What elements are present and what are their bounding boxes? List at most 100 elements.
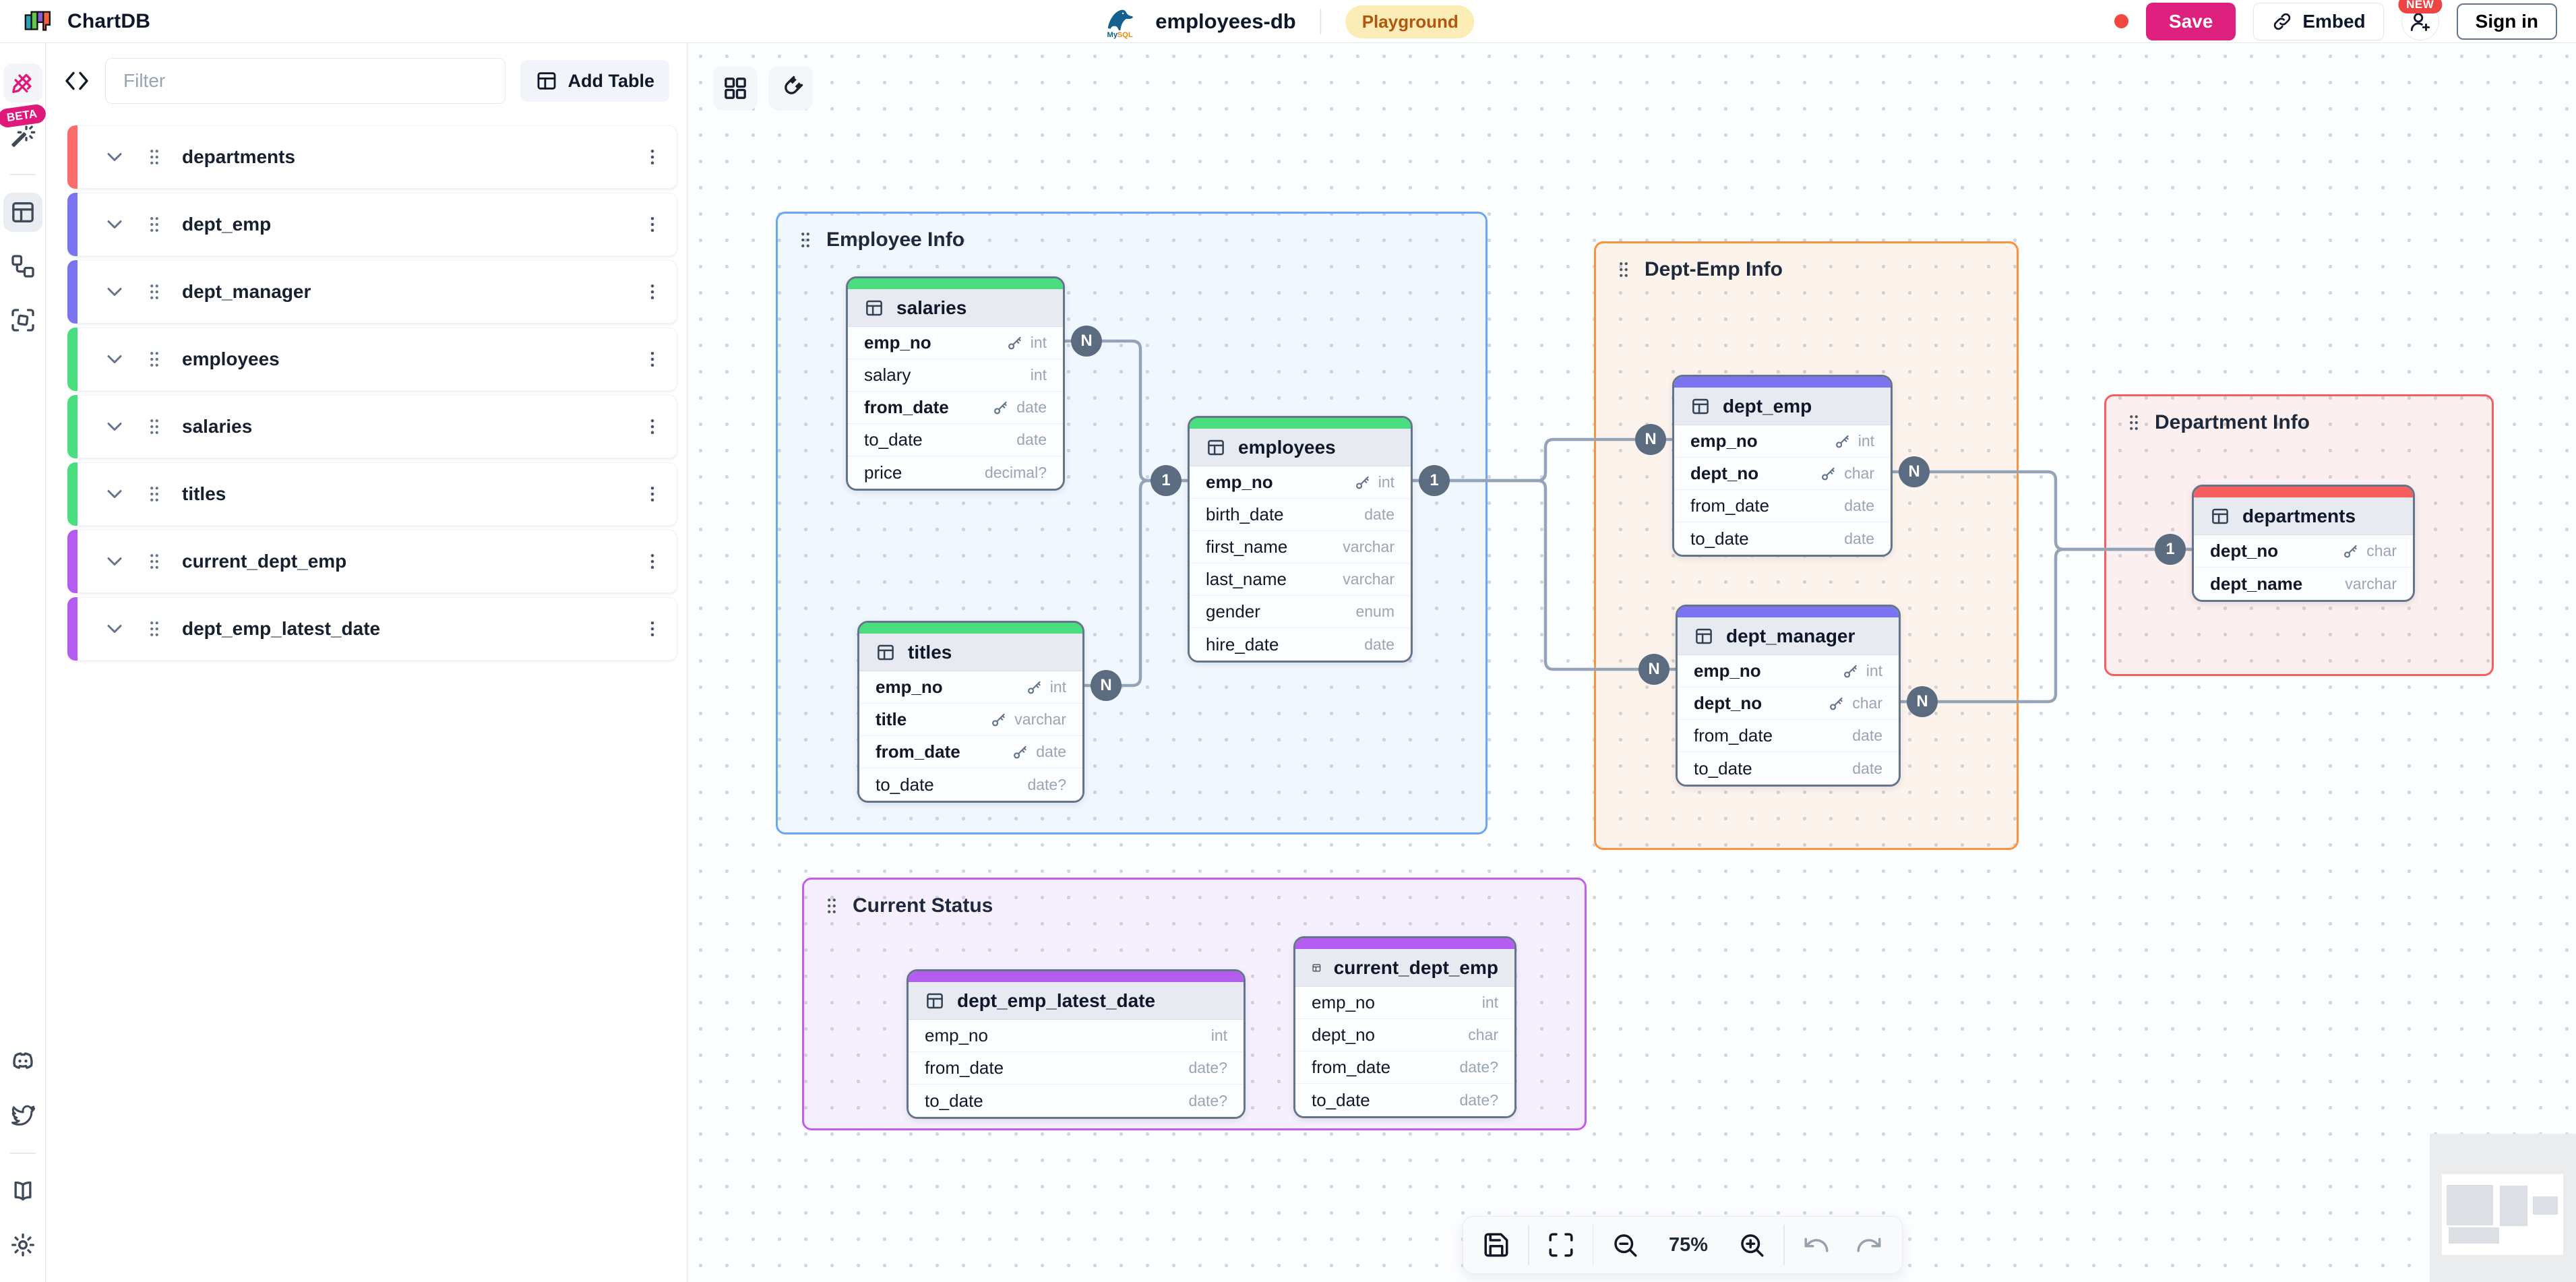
table-menu-button[interactable]	[642, 280, 663, 303]
drag-handle-icon[interactable]	[144, 348, 164, 371]
filter-input[interactable]	[105, 58, 506, 104]
table-header[interactable]: dept_emp_latest_date	[909, 982, 1244, 1020]
table-header[interactable]: dept_emp	[1674, 388, 1891, 425]
undo-button[interactable]	[1790, 1223, 1843, 1267]
table-menu-button[interactable]	[642, 213, 663, 236]
drag-handle-icon[interactable]	[822, 894, 842, 917]
table-header[interactable]: current_dept_emp	[1295, 949, 1514, 987]
zoom-out-button[interactable]	[1599, 1223, 1651, 1267]
add-table-button[interactable]: Add Table	[520, 60, 669, 102]
table-menu-button[interactable]	[642, 146, 663, 169]
save-button[interactable]: Save	[2145, 2, 2236, 40]
table-list-item-departments[interactable]: departments	[67, 125, 677, 189]
chevron-down-icon[interactable]	[102, 482, 127, 506]
table-menu-button[interactable]	[642, 483, 663, 506]
table-header[interactable]: dept_manager	[1678, 617, 1899, 655]
rail-gear-button[interactable]	[3, 1225, 42, 1264]
table-list-item-salaries[interactable]: salaries	[67, 395, 677, 458]
drag-handle-icon[interactable]	[144, 213, 164, 236]
table-list-item-dept_emp_latest_date[interactable]: dept_emp_latest_date	[67, 597, 677, 661]
minimap[interactable]	[2430, 1134, 2576, 1282]
drag-handle-icon[interactable]	[144, 550, 164, 573]
rail-table-button[interactable]	[3, 193, 42, 232]
drag-handle-icon[interactable]	[2124, 411, 2144, 434]
chevron-down-icon[interactable]	[102, 145, 127, 169]
chevron-down-icon[interactable]	[102, 549, 127, 574]
rail-book-button[interactable]	[3, 1171, 42, 1211]
redo-button[interactable]	[1843, 1223, 1895, 1267]
zoom-in-button[interactable]	[1725, 1223, 1778, 1267]
table-list-item-titles[interactable]: titles	[67, 462, 677, 526]
table-list-item-employees[interactable]: employees	[67, 328, 677, 391]
chevron-down-icon[interactable]	[102, 617, 127, 641]
rail-magic-wand-button[interactable]: BETA	[0, 103, 47, 156]
chevron-down-icon[interactable]	[102, 280, 127, 304]
zoom-level[interactable]: 75%	[1668, 1233, 1709, 1256]
rail-discord-button[interactable]	[3, 1042, 42, 1081]
drag-handle-icon[interactable]	[1614, 258, 1634, 281]
sign-in-button[interactable]: Sign in	[2456, 3, 2557, 40]
drag-handle-icon[interactable]	[144, 280, 164, 303]
table-list-item-dept_emp[interactable]: dept_emp	[67, 193, 677, 256]
table-menu-button[interactable]	[642, 617, 663, 640]
chartdb-logo-icon[interactable]	[20, 6, 55, 37]
drag-handle-icon[interactable]	[144, 146, 164, 169]
table-header[interactable]: salaries	[848, 289, 1063, 327]
save-diagram-button[interactable]	[1470, 1223, 1523, 1267]
table-list-item-dept_manager[interactable]: dept_manager	[67, 260, 677, 324]
table-menu-button[interactable]	[642, 348, 663, 371]
rail-workflow-button[interactable]	[3, 247, 42, 286]
embed-button[interactable]: Embed	[2253, 2, 2384, 40]
rail-twitter-button[interactable]	[3, 1096, 42, 1135]
drag-handle-icon[interactable]	[795, 228, 816, 251]
diagram-name[interactable]: employees-db	[1155, 9, 1296, 33]
table-menu-button[interactable]	[642, 550, 663, 573]
chevron-down-icon[interactable]	[102, 415, 127, 439]
table-header[interactable]: departments	[2194, 497, 2413, 535]
table-header[interactable]: employees	[1190, 429, 1411, 466]
canvas-magnet-button[interactable]	[768, 66, 813, 111]
fit-view-button[interactable]	[1535, 1223, 1587, 1267]
table-header[interactable]: titles	[859, 634, 1082, 671]
code-view-icon[interactable]	[63, 67, 90, 94]
drag-handle-icon[interactable]	[144, 617, 164, 640]
drag-handle-icon[interactable]	[144, 415, 164, 438]
